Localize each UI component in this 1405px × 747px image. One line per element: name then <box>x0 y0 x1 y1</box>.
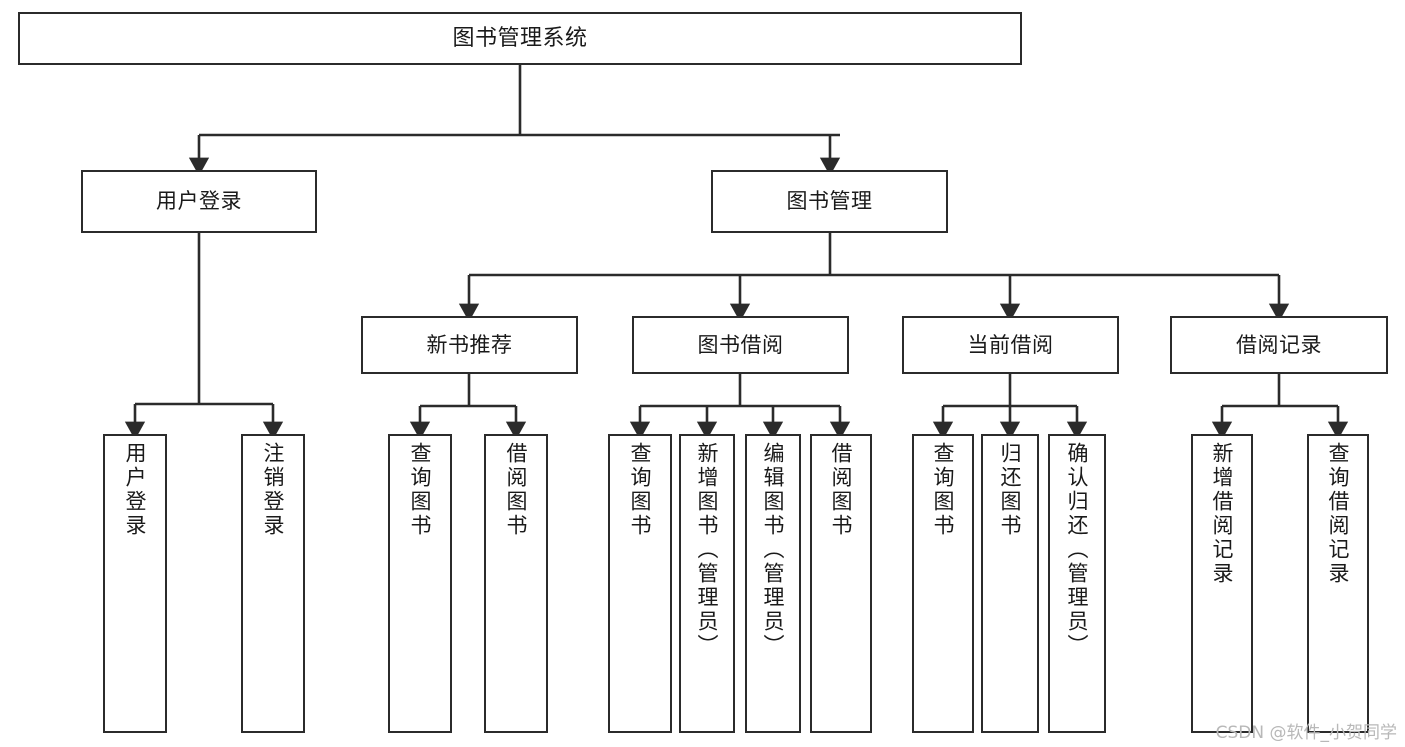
leaf-borrow-record-add[interactable]: 新增借阅记录 <box>1191 434 1253 733</box>
node-label: 借阅图书 <box>829 442 854 538</box>
node-label: 用户登录 <box>123 442 148 538</box>
leaf-new-book-borrow[interactable]: 借阅图书 <box>484 434 548 733</box>
watermark: CSDN @软件_小贺同学 <box>1215 723 1397 743</box>
leaf-current-borrow-confirm-return[interactable]: 确认归还（管理员） <box>1048 434 1106 733</box>
leaf-borrow-book-query[interactable]: 查询图书 <box>608 434 672 733</box>
node-user-login[interactable]: 用户登录 <box>81 170 317 233</box>
leaf-borrow-record-query[interactable]: 查询借阅记录 <box>1307 434 1369 733</box>
node-label: 新增借阅记录 <box>1210 442 1235 586</box>
node-label: 当前借阅 <box>967 332 1054 357</box>
node-root-system[interactable]: 图书管理系统 <box>18 12 1022 65</box>
leaf-user-login-logout[interactable]: 注销登录 <box>241 434 305 733</box>
node-book-borrow[interactable]: 图书借阅 <box>632 316 849 374</box>
node-new-book-recommendation[interactable]: 新书推荐 <box>361 316 578 374</box>
leaf-borrow-book-edit[interactable]: 编辑图书（管理员） <box>745 434 801 733</box>
leaf-user-login-login[interactable]: 用户登录 <box>103 434 167 733</box>
node-label: 图书管理 <box>786 189 873 214</box>
node-label: 新增图书（管理员） <box>695 442 720 658</box>
node-label: 图书管理系统 <box>452 25 588 51</box>
node-label: 查询图书 <box>628 442 653 538</box>
leaf-current-borrow-return[interactable]: 归还图书 <box>981 434 1039 733</box>
node-label: 新书推荐 <box>426 332 513 357</box>
node-label: 借阅记录 <box>1236 332 1322 357</box>
leaf-new-book-query[interactable]: 查询图书 <box>388 434 452 733</box>
node-borrow-record[interactable]: 借阅记录 <box>1170 316 1388 374</box>
node-current-borrow[interactable]: 当前借阅 <box>902 316 1119 374</box>
node-label: 用户登录 <box>156 189 242 214</box>
node-book-management[interactable]: 图书管理 <box>711 170 948 233</box>
leaf-borrow-book-borrow[interactable]: 借阅图书 <box>810 434 872 733</box>
leaf-current-borrow-query[interactable]: 查询图书 <box>912 434 974 733</box>
node-label: 注销登录 <box>261 442 286 538</box>
node-label: 查询图书 <box>408 442 433 538</box>
node-label: 编辑图书（管理员） <box>761 442 786 658</box>
leaf-borrow-book-add[interactable]: 新增图书（管理员） <box>679 434 735 733</box>
node-label: 查询图书 <box>931 442 956 538</box>
node-label: 借阅图书 <box>504 442 529 538</box>
node-label: 确认归还（管理员） <box>1065 442 1090 658</box>
node-label: 归还图书 <box>998 442 1023 538</box>
node-label: 图书借阅 <box>697 332 784 357</box>
node-label: 查询借阅记录 <box>1326 442 1351 586</box>
